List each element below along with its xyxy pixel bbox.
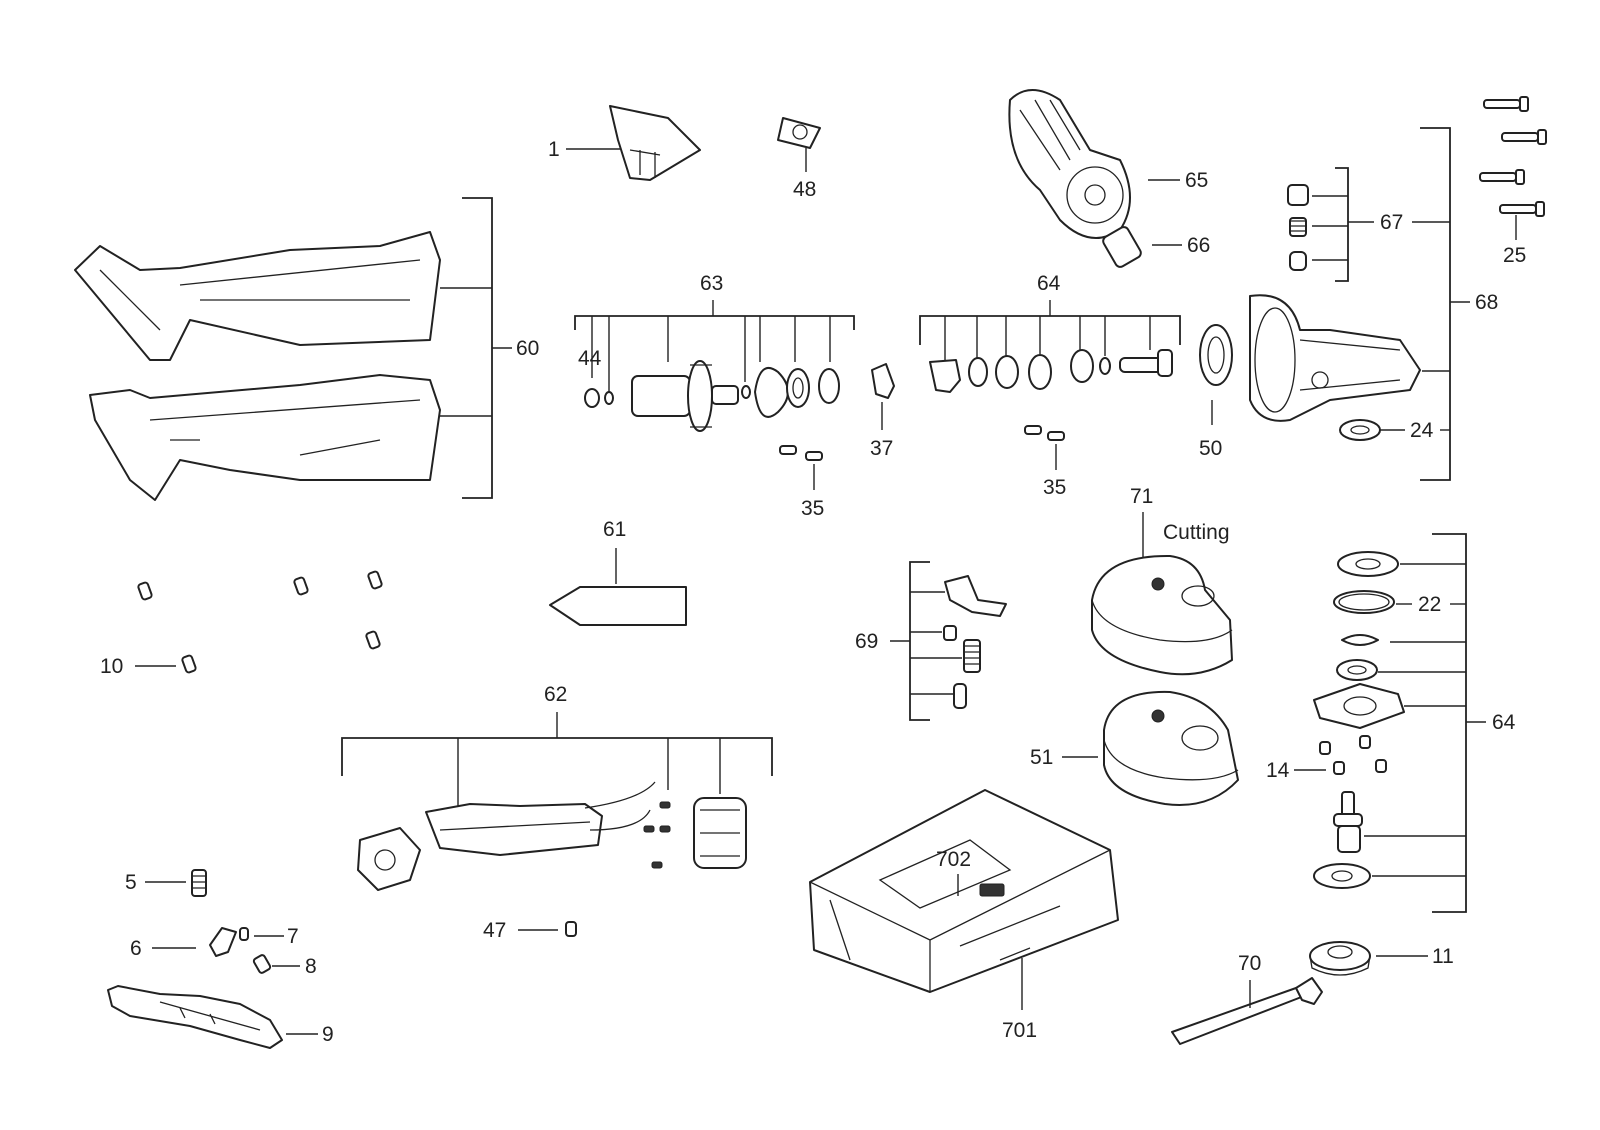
label-66: 66 [1187, 234, 1210, 257]
label-1: 1 [548, 138, 560, 161]
label-8: 8 [305, 955, 317, 978]
part-6-lever: 6 [130, 927, 237, 960]
label-9: 9 [322, 1023, 334, 1046]
part-48: 48 [777, 117, 821, 201]
part-1: 1 [548, 105, 701, 181]
part-25-screws: 25 [1479, 96, 1547, 267]
guard-cutting-label: Cutting [1163, 521, 1230, 544]
label-70: 70 [1238, 952, 1261, 975]
part-47-screw: 47 [483, 919, 577, 942]
part-35-screws-left: 35 [779, 445, 824, 520]
part-10-screws: 10 [100, 570, 383, 678]
part-61-label: 61 [549, 518, 687, 626]
label-7: 7 [287, 925, 299, 948]
part-8-spring: 8 [252, 954, 317, 978]
label-47: 47 [483, 919, 506, 942]
part-51-guard: 51 [1030, 690, 1239, 806]
part-60-housing: 60 [74, 197, 539, 501]
part-69-group: 69 [855, 561, 1007, 721]
label-50: 50 [1199, 437, 1222, 460]
part-701-carry-case: 702 701 [809, 789, 1119, 1042]
part-62-electronics: 62 [341, 683, 773, 891]
label-35b: 35 [1043, 476, 1066, 499]
part-24-bearing: 24 [1339, 419, 1450, 442]
label-701: 701 [1002, 1019, 1037, 1042]
label-22: 22 [1418, 593, 1441, 616]
part-68-gear-housing: 68 [1249, 127, 1498, 481]
part-64-flange-stack: 64 22 14 [1266, 533, 1516, 913]
part-66-stud: 66 [1102, 226, 1210, 268]
part-35-screws-right: 35 [1024, 425, 1066, 499]
label-14: 14 [1266, 759, 1290, 782]
label-25: 25 [1503, 244, 1526, 267]
part-9-paddle: 9 [107, 985, 334, 1049]
label-71: 71 [1130, 485, 1153, 508]
label-67: 67 [1380, 211, 1403, 234]
label-10: 10 [100, 655, 123, 678]
label-60: 60 [516, 337, 539, 360]
label-5: 5 [125, 871, 137, 894]
part-71-cutting-guard: Cutting 71 [1091, 485, 1233, 676]
label-37: 37 [870, 437, 893, 460]
label-51: 51 [1030, 746, 1053, 769]
part-7-pin: 7 [239, 925, 299, 948]
label-11: 11 [1432, 945, 1454, 968]
part-64-spindle-group-upper: 64 [919, 272, 1181, 393]
label-61: 61 [603, 518, 626, 541]
label-24: 24 [1410, 419, 1434, 442]
label-68: 68 [1475, 291, 1498, 314]
part-50-ring: 50 [1199, 324, 1233, 460]
label-64b: 64 [1492, 711, 1516, 734]
label-6: 6 [130, 937, 142, 960]
part-5-spring: 5 [125, 869, 207, 897]
label-63: 63 [700, 272, 723, 295]
part-11-flange-nut: 11 [1309, 941, 1454, 976]
label-64a: 64 [1037, 272, 1061, 295]
label-35a: 35 [801, 497, 824, 520]
label-44: 44 [578, 347, 602, 370]
part-67-group: 67 [1287, 167, 1450, 282]
label-65: 65 [1185, 169, 1208, 192]
part-70-spanner: 70 [1171, 952, 1323, 1045]
label-702: 702 [936, 848, 971, 871]
label-62: 62 [544, 683, 567, 706]
part-63-rotor-group: 63 44 [574, 272, 855, 432]
label-48: 48 [793, 178, 816, 201]
label-69: 69 [855, 630, 878, 653]
part-65-side-handle: 65 [1008, 89, 1208, 239]
part-37: 37 [870, 363, 895, 460]
